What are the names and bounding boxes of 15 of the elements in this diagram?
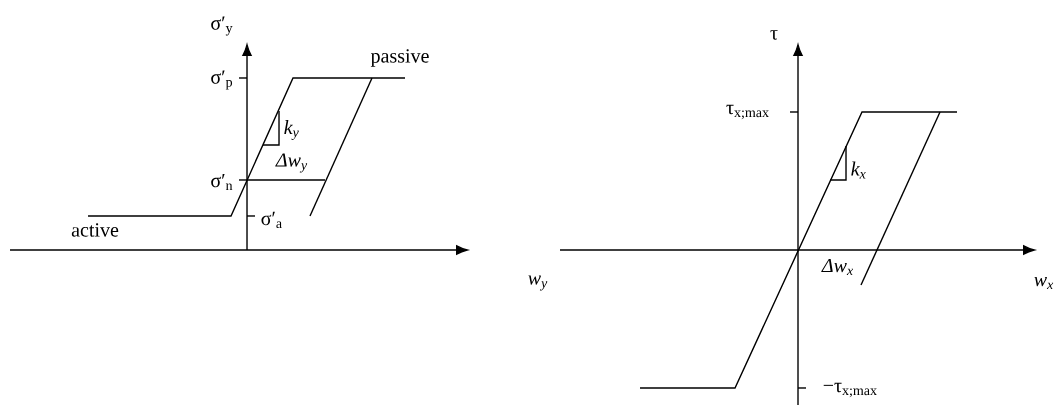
axis-label: w$_{x}$ <box>1034 276 1054 290</box>
axis-label: w$_{y}$ <box>528 275 548 291</box>
curve-label: active <box>71 223 119 237</box>
slope-label: Δw$_{y}$ <box>275 153 308 173</box>
tick-label: τ$_{x;max}$ <box>726 104 769 120</box>
tick-label: −τ$_{x;max}$ <box>823 382 877 398</box>
axis-label: σ′$_{y}$ <box>211 16 233 36</box>
tick-label: σ′$_{a}$ <box>261 211 282 229</box>
tick-label: σ′$_{p}$ <box>211 70 233 90</box>
axis-label: τ <box>770 30 778 40</box>
curve-label: passive <box>370 49 429 67</box>
slope-label: k$_{y}$ <box>284 120 299 140</box>
slope-label: k$_{x}$ <box>851 161 866 179</box>
slope-label: Δw$_{x}$ <box>821 258 854 276</box>
tick-label: σ′$_{n}$ <box>211 173 233 191</box>
